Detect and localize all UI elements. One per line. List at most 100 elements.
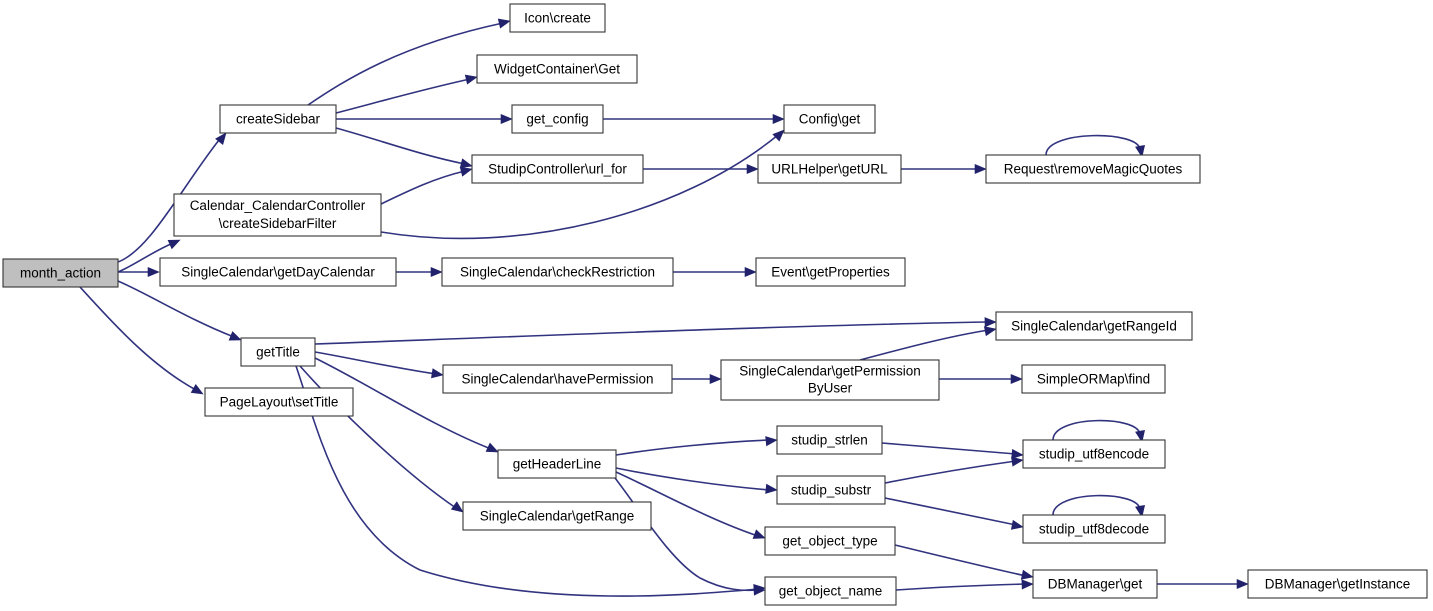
node-urlFor[interactable]: StudipController\url_for	[471, 154, 644, 184]
node-box[interactable]	[720, 359, 940, 401]
node-studipSubstr[interactable]: studip_substr	[776, 475, 886, 505]
edge-getPermissionByUser-to-simpleORMapFind	[939, 373, 1023, 385]
node-utf8decode[interactable]: studip_utf8decode	[1022, 514, 1166, 544]
arrow-head-icon	[215, 132, 227, 146]
node-getDayCalendar[interactable]: SingleCalendar\getDayCalendar	[159, 257, 397, 287]
arrow-head-icon	[228, 331, 242, 341]
node-box[interactable]	[1022, 439, 1166, 469]
node-label-line1: SingleCalendar\getPermission	[739, 364, 921, 379]
node-box[interactable]	[442, 364, 673, 394]
node-box[interactable]	[764, 576, 897, 606]
node-box[interactable]	[462, 501, 652, 531]
node-label: studip_utf8decode	[1039, 522, 1149, 537]
node-box[interactable]	[441, 257, 674, 287]
node-studipStrlen[interactable]: studip_strlen	[776, 425, 883, 455]
node-box[interactable]	[1032, 569, 1158, 599]
arrow-head-icon	[190, 383, 204, 395]
node-dbManagerGetInst[interactable]: DBManager\getInstance	[1247, 569, 1428, 599]
arrow-head-icon	[459, 158, 473, 169]
node-simpleORMapFind[interactable]: SimpleORMap\find	[1021, 364, 1166, 394]
node-box[interactable]	[204, 387, 354, 417]
node-box[interactable]	[173, 193, 382, 237]
edge-line	[615, 439, 771, 456]
node-box[interactable]	[511, 104, 604, 134]
node-utf8encode[interactable]: studip_utf8encode	[1022, 439, 1166, 469]
edge-getTitle-to-havePermission	[314, 351, 444, 379]
node-urlHelperGetURL[interactable]: URLHelper\getURL	[757, 154, 902, 184]
node-widgetContainerGet[interactable]: WidgetContainer\Get	[476, 54, 638, 84]
edge-month_action-to-pageLayoutSetTitle	[79, 286, 204, 395]
node-box[interactable]	[985, 154, 1201, 184]
edge-line	[611, 473, 759, 592]
edge-sidebarFilter-to-urlFor	[380, 166, 473, 205]
node-removeMagicQuotes[interactable]: Request\removeMagicQuotes	[985, 154, 1201, 184]
node-box[interactable]	[995, 311, 1193, 341]
node-box[interactable]	[755, 257, 906, 287]
arrow-head-icon	[1021, 579, 1034, 590]
node-box[interactable]	[1021, 364, 1166, 394]
node-getConfig[interactable]: get_config	[511, 104, 604, 134]
node-label: SingleCalendar\getRangeId	[1011, 319, 1177, 334]
arrow-head-icon	[167, 239, 181, 250]
node-box[interactable]	[1022, 514, 1166, 544]
node-box[interactable]	[757, 154, 902, 184]
edge-line	[615, 467, 771, 491]
node-box[interactable]	[240, 337, 316, 367]
edge-getHeaderLine-to-getObjectType	[615, 471, 766, 539]
node-month_action[interactable]: month_action	[2, 258, 119, 288]
node-box[interactable]	[159, 257, 397, 287]
node-box[interactable]	[497, 449, 617, 479]
node-getRangeId[interactable]: SingleCalendar\getRangeId	[995, 311, 1193, 341]
edge-line	[79, 286, 197, 391]
node-box[interactable]	[776, 475, 886, 505]
node-label: Event\getProperties	[771, 265, 890, 280]
arrow-head-icon	[765, 436, 778, 447]
edge-line	[884, 497, 1017, 526]
nodes-layer: month_action createSidebar Icon\createWidg…	[2, 3, 1428, 606]
edge-dbManagerGet-to-dbManagerGetInst	[1157, 578, 1249, 590]
node-sidebarFilter[interactable]: Calendar_CalendarController\createSideba…	[173, 193, 382, 237]
node-configGet[interactable]: Config\get	[783, 104, 876, 134]
edge-getConfig-to-configGet	[603, 113, 785, 125]
node-box[interactable]	[776, 425, 883, 455]
arrow-head-icon	[431, 368, 444, 379]
node-havePermission[interactable]: SingleCalendar\havePermission	[442, 364, 673, 394]
node-iconCreate[interactable]: Icon\create	[509, 3, 606, 33]
edge-month_action-to-getDayCalendar	[118, 266, 160, 278]
arrow-head-icon	[746, 163, 759, 175]
node-getTitle[interactable]: getTitle	[240, 337, 316, 367]
node-box[interactable]	[764, 526, 896, 556]
node-box[interactable]	[1247, 569, 1428, 599]
node-getObjectType[interactable]: get_object_type	[764, 526, 896, 556]
node-box[interactable]	[783, 104, 876, 134]
edge-getDayCalendar-to-checkRestriction	[396, 266, 443, 278]
node-label-line1: Calendar_CalendarController	[190, 198, 366, 213]
arrow-head-icon	[464, 74, 478, 85]
node-box[interactable]	[509, 3, 606, 33]
node-label: getHeaderLine	[513, 457, 602, 472]
node-pageLayoutSetTitle[interactable]: PageLayout\setTitle	[204, 387, 354, 417]
node-label: WidgetContainer\Get	[494, 62, 620, 77]
node-dbManagerGet[interactable]: DBManager\get	[1032, 569, 1158, 599]
node-box[interactable]	[476, 54, 638, 84]
node-label: month_action	[20, 266, 101, 281]
arrow-head-icon	[1010, 373, 1023, 385]
arrow-head-icon	[709, 373, 722, 385]
node-checkRestriction[interactable]: SingleCalendar\checkRestriction	[441, 257, 674, 287]
node-getHeaderLine[interactable]: getHeaderLine	[497, 449, 617, 479]
node-getObjectName[interactable]: get_object_name	[764, 576, 897, 606]
node-box[interactable]	[471, 154, 644, 184]
node-box[interactable]	[219, 104, 337, 134]
edge-line	[1052, 494, 1141, 516]
node-createSidebar[interactable]: createSidebar	[219, 104, 337, 134]
edge-line	[380, 170, 466, 205]
node-label: SingleCalendar\havePermission	[461, 372, 653, 387]
arrow-head-icon	[983, 326, 997, 337]
node-eventGetProperties[interactable]: Event\getProperties	[755, 257, 906, 287]
node-box[interactable]	[2, 258, 119, 288]
node-label: SingleCalendar\checkRestriction	[460, 265, 655, 280]
edge-line	[615, 471, 759, 537]
node-getRange[interactable]: SingleCalendar\getRange	[462, 501, 652, 531]
